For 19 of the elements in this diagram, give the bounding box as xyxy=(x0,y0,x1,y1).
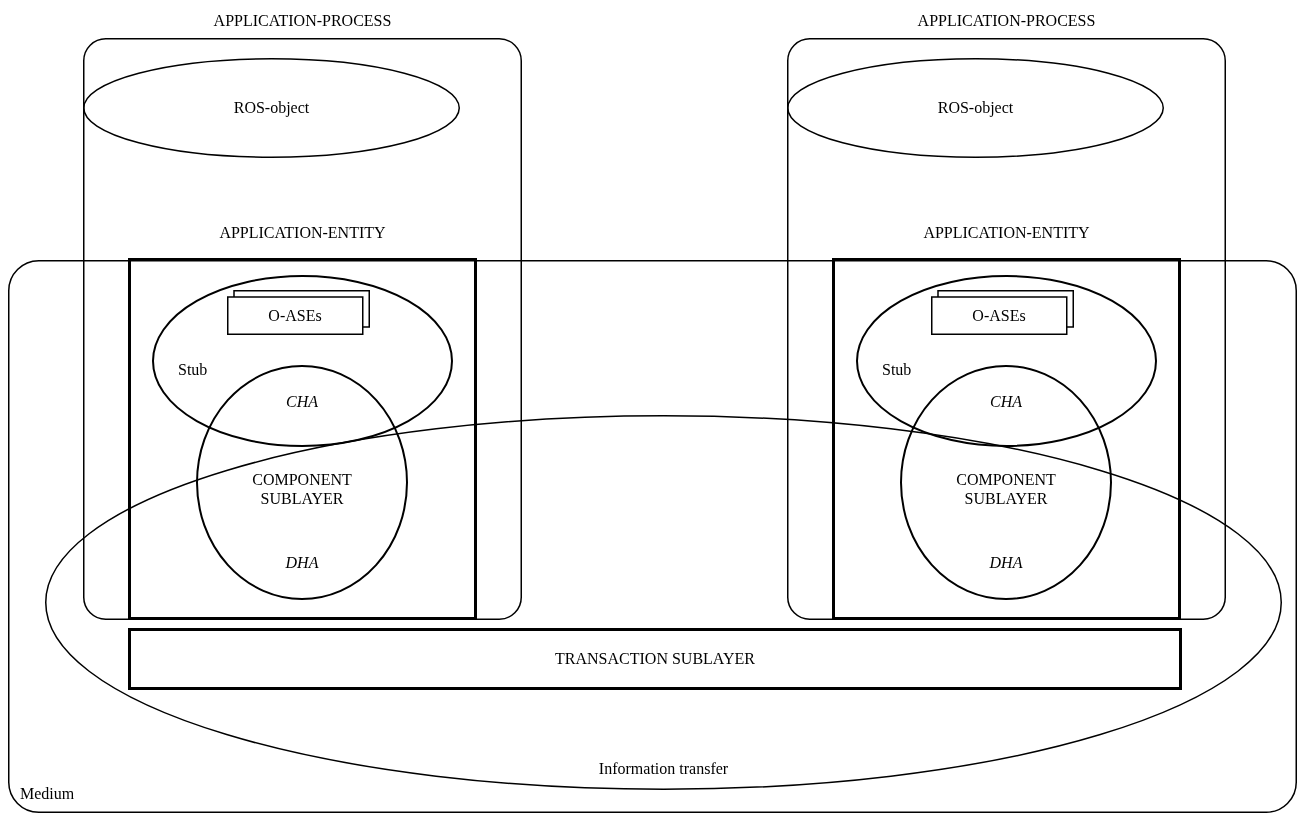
circle-label: COMPONENT SUBLAYER xyxy=(251,470,353,509)
ellipse-label: ROS-object xyxy=(232,98,311,118)
box-label: O-ASEs xyxy=(971,306,1027,326)
frame-label: Medium xyxy=(20,784,76,804)
process-heading: APPLICATION-ENTITY xyxy=(922,223,1091,243)
ellipse-label: ROS-object xyxy=(936,98,1015,118)
bar-label: TRANSACTION SUBLAYER xyxy=(554,649,756,669)
box-label: O-ASEs xyxy=(267,306,323,326)
process-heading: APPLICATION-PROCESS xyxy=(916,11,1097,31)
process-heading: APPLICATION-ENTITY xyxy=(218,223,387,243)
circle-label: CHA xyxy=(285,392,319,412)
ellipse-label: Stub xyxy=(882,360,913,380)
circle-label: COMPONENT SUBLAYER xyxy=(955,470,1057,509)
process-heading: APPLICATION-PROCESS xyxy=(212,11,393,31)
ellipse-label: Stub xyxy=(178,360,209,380)
circle-label: DHA xyxy=(988,553,1024,573)
ellipse-label: Information transfer xyxy=(597,759,730,779)
circle-label: CHA xyxy=(989,392,1023,412)
circle-label: DHA xyxy=(284,553,320,573)
